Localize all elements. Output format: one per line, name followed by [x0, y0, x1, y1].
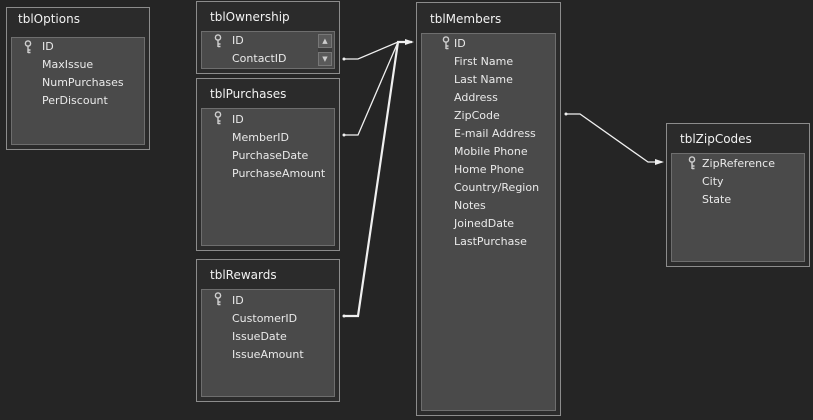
- field-issuedate[interactable]: IssueDate: [232, 330, 287, 343]
- field-list[interactable]: ID First Name Last Name Address ZipCode …: [421, 33, 556, 411]
- field-purchaseamount[interactable]: PurchaseAmount: [232, 167, 326, 180]
- field-list[interactable]: ID CustomerID IssueDate IssueAmount: [201, 289, 335, 397]
- field-zipcode[interactable]: ZipCode: [454, 109, 500, 122]
- field-maxissue[interactable]: MaxIssue: [42, 58, 94, 71]
- relationship-line-ownership-members: [344, 41, 412, 60]
- field-mobile-phone[interactable]: Mobile Phone: [454, 145, 528, 158]
- field-list[interactable]: ID MemberID PurchaseDate PurchaseAmount: [201, 108, 335, 246]
- table-title[interactable]: tblOptions: [18, 12, 80, 26]
- field-home-phone[interactable]: Home Phone: [454, 163, 525, 176]
- field-state[interactable]: State: [702, 193, 732, 206]
- field-id[interactable]: ID: [232, 113, 244, 126]
- relationship-line-members-zipcodes: [566, 113, 662, 163]
- field-zipreference[interactable]: ZipReference: [702, 157, 775, 170]
- key-icon: [214, 111, 222, 125]
- field-id[interactable]: ID: [454, 37, 466, 50]
- key-icon: [442, 36, 450, 50]
- field-id[interactable]: ID: [42, 40, 54, 53]
- field-list[interactable]: ZipReference City State: [671, 153, 805, 262]
- table-title[interactable]: tblRewards: [210, 268, 277, 282]
- field-city[interactable]: City: [702, 175, 724, 188]
- field-purchasedate[interactable]: PurchaseDate: [232, 149, 309, 162]
- field-contactid[interactable]: ContactID: [232, 52, 287, 65]
- field-notes[interactable]: Notes: [454, 199, 486, 212]
- field-perdiscount[interactable]: PerDiscount: [42, 94, 108, 107]
- table-tblrewards[interactable]: tblRewards ID CustomerID IssueDate Issue…: [196, 259, 340, 402]
- field-last-name[interactable]: Last Name: [454, 73, 513, 86]
- table-tblmembers[interactable]: tblMembers ID First Name Last Name Addre…: [416, 2, 561, 416]
- field-email-address[interactable]: E-mail Address: [454, 127, 536, 140]
- table-tblpurchases[interactable]: tblPurchases ID MemberID PurchaseDate Pu…: [196, 78, 340, 251]
- field-issueamount[interactable]: IssueAmount: [232, 348, 304, 361]
- field-customerid[interactable]: CustomerID: [232, 312, 298, 325]
- field-country-region[interactable]: Country/Region: [454, 181, 540, 194]
- field-joineddate[interactable]: JoinedDate: [454, 217, 515, 230]
- key-icon: [24, 40, 32, 54]
- key-icon: [214, 292, 222, 306]
- table-title[interactable]: tblOwnership: [210, 10, 290, 24]
- field-id[interactable]: ID: [232, 34, 244, 47]
- key-icon: [688, 156, 696, 170]
- key-icon: [214, 34, 222, 48]
- table-title[interactable]: tblMembers: [430, 12, 502, 26]
- table-tblzipcodes[interactable]: tblZipCodes ZipReference City State: [666, 123, 810, 267]
- table-tblownership[interactable]: tblOwnership ID ContactID ▲ ▼: [196, 1, 340, 74]
- field-list[interactable]: ID ContactID ▲ ▼: [201, 31, 335, 69]
- arrow-up-icon[interactable]: ▲: [318, 34, 332, 48]
- field-first-name[interactable]: First Name: [454, 55, 514, 68]
- table-title[interactable]: tblPurchases: [210, 87, 287, 101]
- field-id[interactable]: ID: [232, 294, 244, 307]
- table-tbloptions[interactable]: tblOptions ID MaxIssue NumPurchases PerD…: [6, 7, 150, 150]
- field-numpurchases[interactable]: NumPurchases: [42, 76, 124, 89]
- field-lastpurchase[interactable]: LastPurchase: [454, 235, 527, 248]
- relationship-line-rewards-members: [344, 40, 412, 318]
- arrow-down-icon[interactable]: ▼: [318, 52, 332, 66]
- field-memberid[interactable]: MemberID: [232, 131, 289, 144]
- table-title[interactable]: tblZipCodes: [680, 132, 752, 146]
- field-list[interactable]: ID MaxIssue NumPurchases PerDiscount: [11, 37, 145, 145]
- field-address[interactable]: Address: [454, 91, 498, 104]
- relationship-line-purchases-members: [344, 41, 412, 136]
- vertical-scrollbar[interactable]: ▲ ▼: [318, 34, 332, 66]
